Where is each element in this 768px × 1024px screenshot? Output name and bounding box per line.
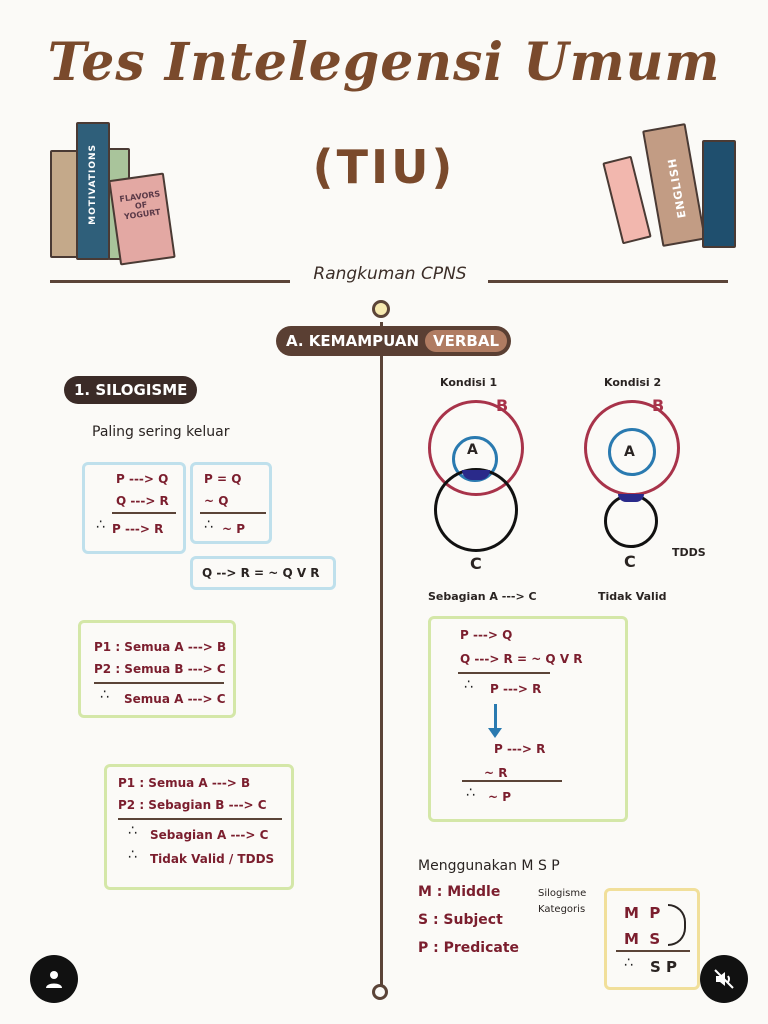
arrow-down-icon — [494, 704, 497, 730]
msp-middle: M : Middle — [418, 884, 501, 900]
cover-title: FLAVORS OF YOGURT — [118, 189, 162, 222]
venn1-a-label: A — [467, 442, 478, 458]
msp-box — [604, 888, 700, 990]
mute-button[interactable] — [700, 955, 748, 1003]
venn1-c-label: C — [470, 554, 482, 573]
therefore-icon: ∴ — [624, 955, 633, 971]
divider-end-circle — [372, 984, 388, 1000]
formula-box — [190, 556, 336, 590]
venn2-circle-a — [608, 428, 656, 476]
user-icon — [46, 971, 62, 988]
formula-text: Q --> R = ~ Q V R — [202, 566, 320, 580]
box2-p2: P2 : Semua B ---> C — [94, 662, 226, 676]
box1-left-line1: P ---> Q — [116, 472, 169, 486]
msp-title: Menggunakan M S P — [418, 858, 560, 874]
msp-row-1: M P — [624, 904, 661, 922]
speaker-muted-icon — [714, 969, 734, 989]
box1-right-line2: ~ Q — [204, 494, 229, 508]
topic-note: Paling sering keluar — [92, 424, 230, 440]
msp-side-label-2: Kategoris — [538, 904, 586, 915]
box4-line5: ~ R — [484, 766, 508, 780]
divider-left — [50, 280, 290, 283]
divider-right — [488, 280, 728, 283]
therefore-icon: ∴ — [128, 823, 137, 839]
rule-box-left — [82, 462, 186, 554]
center-divider — [380, 322, 383, 990]
therefore-icon: ∴ — [100, 687, 109, 703]
venn2-circle-c — [604, 494, 658, 548]
kondisi-1-label: Kondisi 1 — [440, 376, 498, 389]
venn2-a-label: A — [624, 444, 635, 460]
msp-row-3: S P — [650, 958, 678, 976]
kondisi-2-caption: Tidak Valid — [598, 590, 667, 603]
box1-right-line3: ~ P — [222, 522, 246, 536]
section-header: A. KEMAMPUAN VERBAL — [276, 326, 512, 356]
box1-right-line1: P = Q — [204, 472, 242, 486]
spine-english: ENGLISH — [665, 156, 689, 220]
page-title: Tes Intelegensi Umum — [47, 32, 721, 93]
box3-p2: P2 : Sebagian B ---> C — [118, 798, 267, 812]
msp-side-label-1: Silogisme — [538, 888, 587, 899]
tdds-label: TDDS — [672, 546, 706, 559]
box1-left-line3: P ---> R — [112, 522, 164, 536]
box2-conclusion: Semua A ---> C — [124, 692, 226, 706]
venn1-b-label: B — [496, 396, 509, 415]
box4-line3: P ---> R — [490, 682, 542, 696]
box4-line4: P ---> R — [494, 742, 546, 756]
box4-line6: ~ P — [488, 790, 512, 804]
syllogism-box-1 — [78, 620, 236, 718]
venn2-c-label: C — [624, 552, 636, 571]
msp-row-2: M S — [624, 930, 661, 948]
section-highlight: VERBAL — [425, 330, 508, 352]
box3-conclusion1: Sebagian A ---> C — [150, 828, 269, 842]
profile-button[interactable] — [30, 955, 78, 1003]
box2-p1: P1 : Semua A ---> B — [94, 640, 227, 654]
syllogism-box-2 — [104, 764, 294, 890]
box1-left-line2: Q ---> R — [116, 494, 169, 508]
msp-predicate: P : Predicate — [418, 940, 520, 956]
venn1-circle-c — [434, 468, 518, 552]
tagline: Rangkuman CPNS — [313, 264, 467, 284]
box4-line2: Q ---> R = ~ Q V R — [460, 652, 583, 666]
msp-subject: S : Subject — [418, 912, 503, 928]
proof-box — [428, 616, 628, 822]
therefore-icon: ∴ — [128, 847, 137, 863]
therefore-icon: ∴ — [466, 785, 475, 801]
spine-motivations: MOTIVATIONS — [88, 144, 98, 225]
venn2-b-label: B — [652, 396, 665, 415]
section-label: A. KEMAMPUAN — [286, 332, 420, 350]
therefore-icon: ∴ — [96, 517, 105, 533]
lightbulb-icon — [372, 300, 390, 318]
topic-badge: 1. SILOGISME — [64, 376, 198, 404]
therefore-icon: ∴ — [204, 517, 213, 533]
therefore-icon: ∴ — [464, 677, 473, 693]
page-subtitle: (TIU) — [312, 140, 456, 194]
box4-line1: P ---> Q — [460, 628, 513, 642]
kondisi-2-label: Kondisi 2 — [604, 376, 662, 389]
box3-p1: P1 : Semua A ---> B — [118, 776, 251, 790]
rule-box-right — [190, 462, 272, 544]
box3-conclusion2: Tidak Valid / TDDS — [150, 852, 275, 866]
kondisi-1-caption: Sebagian A ---> C — [428, 590, 537, 603]
